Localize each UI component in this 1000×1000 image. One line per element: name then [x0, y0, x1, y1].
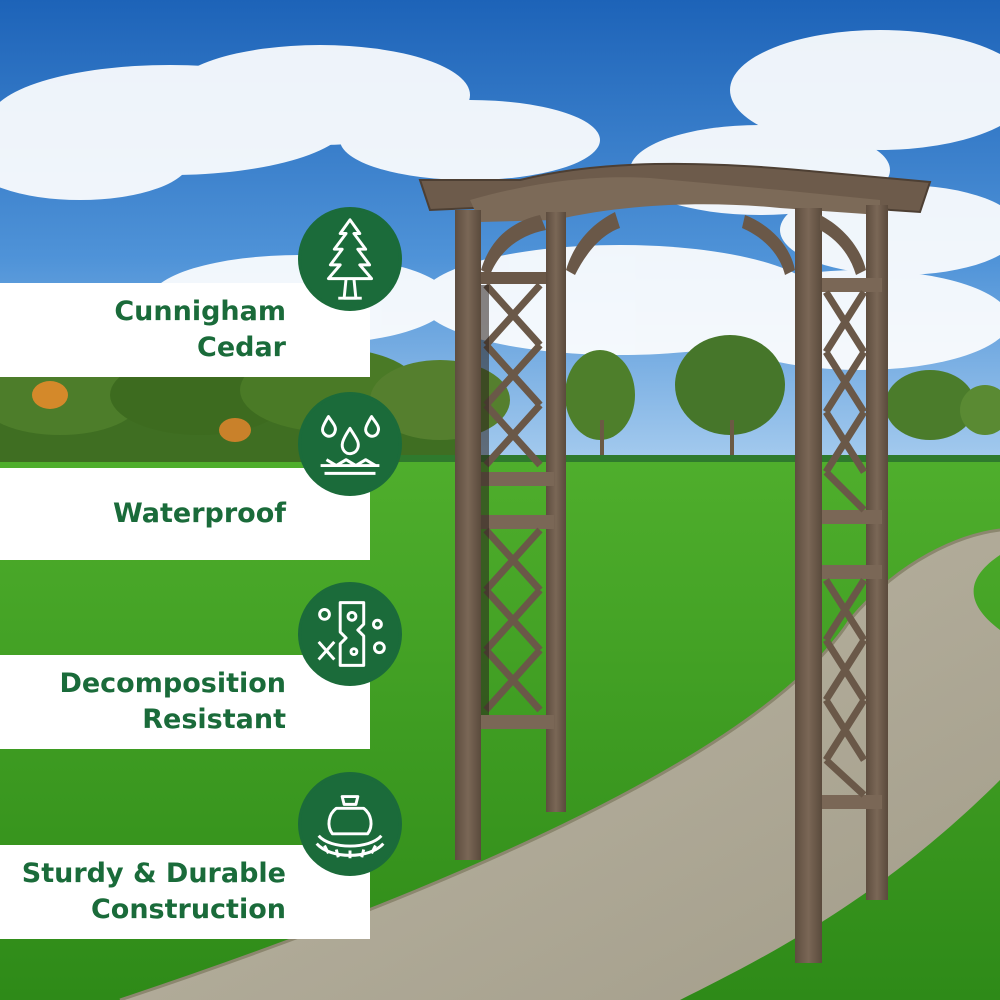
feature-text-line: Waterproof: [112, 498, 286, 529]
rot-resistant-icon: [298, 582, 402, 686]
feature-text-line: Decomposition: [59, 668, 286, 699]
feature-text-line: Sturdy & Durable: [21, 858, 286, 889]
feature-label-waterproof: Waterproof: [0, 468, 370, 560]
tree-icon: [298, 207, 402, 311]
feature-text-line: Construction: [90, 894, 286, 925]
feature-text-line: Cedar: [197, 332, 286, 363]
feature-text-line: Resistant: [142, 704, 286, 735]
feature-label-decomposition: Decomposition Resistant: [0, 655, 370, 749]
garden-path: [120, 530, 1000, 1000]
feature-text-line: Cunnigham: [114, 296, 286, 327]
feature-label-cedar: Cunnigham Cedar: [0, 283, 370, 377]
feature-label-sturdy: Sturdy & Durable Construction: [0, 845, 370, 939]
water-drops-icon: [298, 392, 402, 496]
weight-load-icon: [298, 772, 402, 876]
tree-line: [0, 335, 1000, 470]
garden-arch: [418, 162, 932, 963]
